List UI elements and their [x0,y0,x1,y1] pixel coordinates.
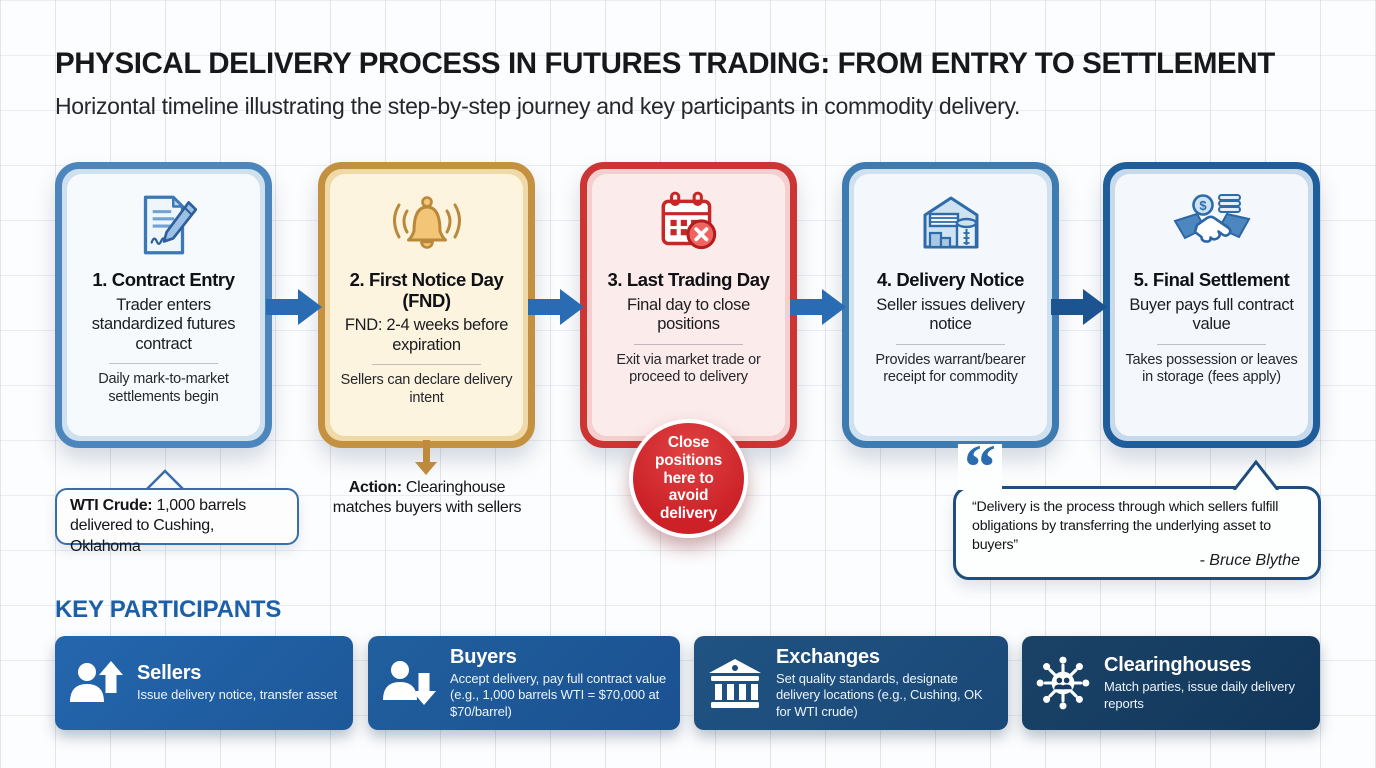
action-callout: Action: Clearinghouse matches buyers wit… [327,478,527,517]
participant-title: Buyers [450,645,517,668]
wti-callout-label: WTI Crude: [70,497,153,514]
participant-title: Clearinghouses [1104,653,1252,676]
wti-crude-callout: WTI Crude: 1,000 barrels delivered to Cu… [55,488,299,555]
divider [372,364,481,366]
participant-card-buyers: Buyers Accept delivery, pay full contrac… [368,636,680,730]
bank-building-icon [694,657,776,709]
quote-text: “Delivery is the process through which s… [972,499,1279,553]
participant-description: Set quality standards, designate deliver… [776,670,983,719]
step-detail: Takes possession or leaves in storage (f… [1125,351,1298,386]
participant-description: Issue delivery notice, transfer asset [137,687,338,703]
participant-card-sellers: Sellers Issue delivery notice, transfer … [55,636,353,730]
step-card-last-trading-day: 3. Last Trading Day Final day to close p… [580,162,797,448]
page-title: PHYSICAL DELIVERY PROCESS IN FUTURES TRA… [55,47,1275,80]
divider [1157,343,1266,345]
participant-card-clearinghouses: Clearinghouses Match parties, issue dail… [1022,636,1320,730]
participant-description: Accept delivery, pay full contract value… [450,670,667,719]
step-detail: Daily mark-to-market settlements begin [98,371,229,405]
svg-text:$: $ [1199,198,1207,213]
quote-box: “Delivery is the process through which s… [953,486,1321,580]
step-subtitle: FND: 2-4 weeks before expiration [344,316,509,354]
step-subtitle: Final day to close positions [627,295,750,334]
close-positions-badge: Close positions here to avoid delivery [629,419,748,538]
contract-document-pen-icon [127,186,201,264]
step-detail: Provides warrant/bearer receipt for comm… [875,351,1026,386]
arrow-right-icon [1051,289,1107,325]
warehouse-icon [913,186,989,264]
network-hub-icon [1022,656,1104,710]
arrow-right-icon [528,289,584,325]
divider [896,343,1005,345]
key-participants-heading: KEY PARTICIPANTS [55,596,282,623]
close-positions-badge-text: Close positions here to avoid delivery [654,433,723,523]
participant-title: Exchanges [776,645,880,668]
participant-card-exchanges: Exchanges Set quality standards, designa… [694,636,1008,730]
step-title: 4. Delivery Notice [876,269,1025,290]
divider [634,343,743,345]
step-title: 5. Final Settlement [1133,269,1290,290]
step-title: 3. Last Trading Day [607,269,770,290]
step-title: 2. First Notice Day (FND) [349,269,504,311]
arrow-right-icon [790,289,846,325]
calendar-x-icon [652,186,726,264]
action-arrowhead-icon [415,462,437,475]
step-detail: Sellers can declare delivery intent [340,372,513,407]
step-subtitle: Seller issues delivery notice [876,295,1025,334]
bell-icon [389,186,465,264]
quote-mark-icon: “ [958,444,1002,490]
quote-pointer-up-icon [1232,459,1280,490]
handshake-coins-icon: $ [1173,186,1251,264]
step-title: 1. Contract Entry [92,269,235,290]
page-subtitle: Horizontal timeline illustrating the ste… [55,93,1021,119]
step-card-first-notice-day: 2. First Notice Day (FND) FND: 2-4 weeks… [318,162,535,448]
action-callout-text: Clearinghouse matches buyers with seller… [332,479,522,516]
step-subtitle: Trader enters standardized futures contr… [91,295,236,353]
step-card-final-settlement: $ 5. Final Settlement Buyer pays full co… [1103,162,1320,448]
participant-description: Match parties, issue daily delivery repo… [1104,678,1295,711]
person-up-arrow-icon [55,657,137,709]
callout-pointer-up-icon [144,469,186,491]
step-detail: Exit via market trade or proceed to deli… [616,351,761,386]
person-down-arrow-icon [368,657,450,709]
step-card-contract-entry: 1. Contract Entry Trader enters standard… [55,162,272,448]
arrow-right-icon [266,289,322,325]
step-card-delivery-notice: 4. Delivery Notice Seller issues deliver… [842,162,1059,448]
step-subtitle: Buyer pays full contract value [1129,295,1294,334]
action-callout-label: Action: [348,479,402,496]
quote-attribution: - Bruce Blythe [1199,552,1300,569]
action-arrow-down-icon [423,440,430,463]
wti-callout-text: 1,000 barrels delivered to Cushing, Okla… [70,497,246,555]
divider [109,363,218,365]
participant-title: Sellers [137,662,202,685]
